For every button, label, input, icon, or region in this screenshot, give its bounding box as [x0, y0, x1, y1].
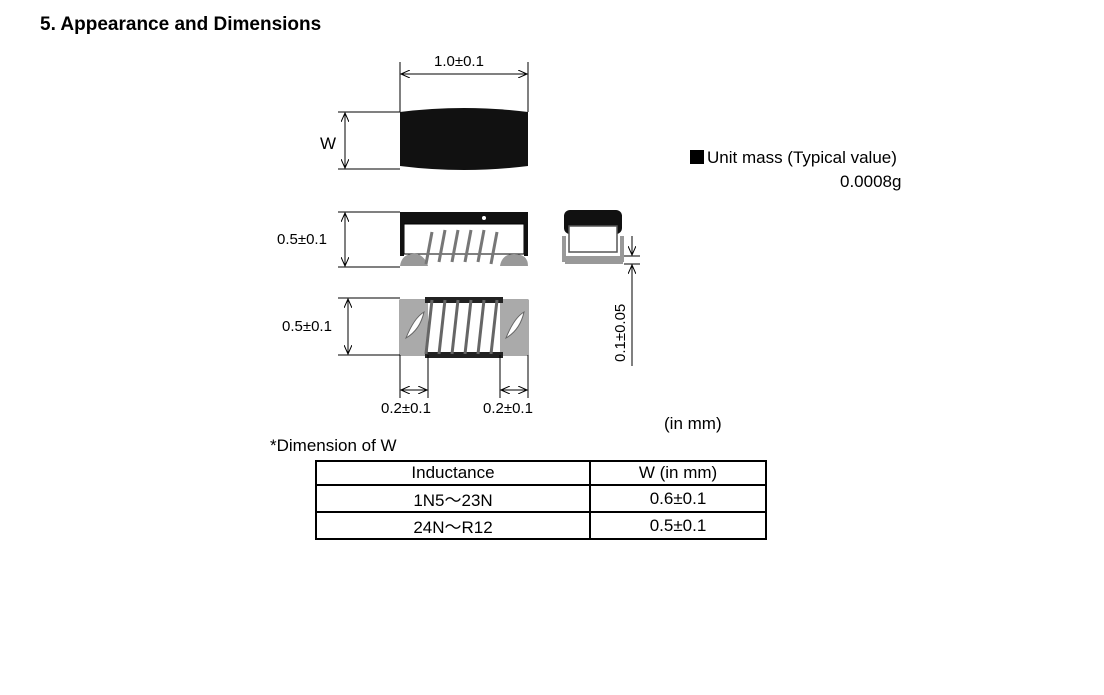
table-cell: 0.5±0.1 — [589, 511, 767, 540]
table-header-cell: Inductance — [315, 460, 591, 486]
electrode-left-label: 0.2±0.1 — [381, 400, 431, 417]
top-width-label: W — [320, 134, 337, 153]
side-view — [338, 211, 528, 268]
unit-mass-label: Unit mass (Typical value) — [690, 148, 897, 168]
section-title: 5. Appearance and Dimensions — [40, 14, 322, 35]
w-table-caption: *Dimension of W — [270, 436, 397, 455]
bottom-view — [338, 297, 529, 398]
end-thickness-label: 0.1±0.05 — [612, 303, 629, 362]
table-cell: 1N5～23N — [315, 484, 591, 513]
table-row: 24N～R12 0.5±0.1 — [315, 511, 767, 540]
bottom-height-label: 0.5±0.1 — [282, 318, 332, 335]
unit-mass-text: Unit mass (Typical value) — [707, 148, 897, 167]
top-view — [338, 62, 529, 170]
table-cell: 0.6±0.1 — [589, 484, 767, 513]
table-row: 1N5～23N 0.6±0.1 — [315, 484, 767, 513]
unit-mass-value: 0.0008g — [840, 172, 902, 191]
w-dimension-table: Inductance W (in mm) 1N5～23N 0.6±0.1 24N… — [315, 460, 767, 540]
electrode-right-label: 0.2±0.1 — [483, 400, 533, 417]
top-length-label: 1.0±0.1 — [434, 53, 484, 70]
unit-note: (in mm) — [664, 414, 722, 433]
table-header-cell: W (in mm) — [589, 460, 767, 486]
table-header-row: Inductance W (in mm) — [315, 460, 767, 486]
side-height-label: 0.5±0.1 — [277, 231, 327, 248]
square-bullet-icon — [690, 150, 704, 164]
end-view — [562, 210, 640, 366]
table-cell: 24N～R12 — [315, 511, 591, 540]
